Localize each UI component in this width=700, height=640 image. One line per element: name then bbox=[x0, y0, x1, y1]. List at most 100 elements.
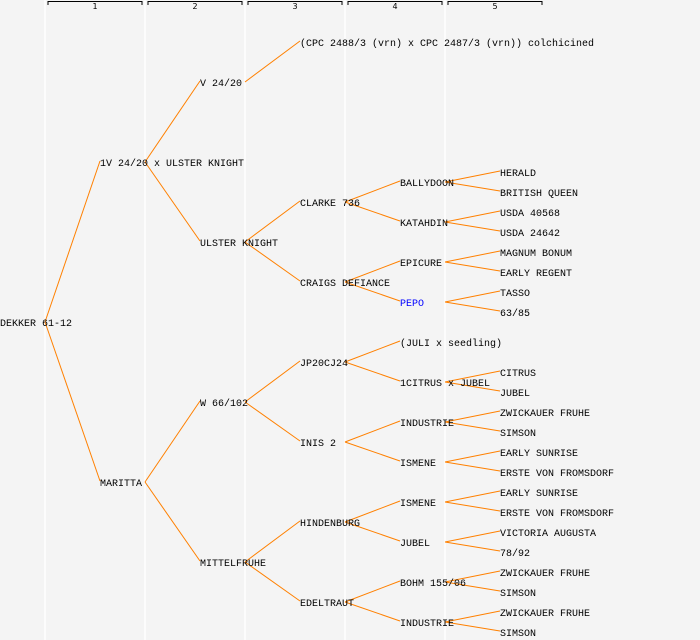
pedigree-node[interactable]: SIMSON bbox=[500, 629, 536, 640]
pedigree-node[interactable]: TASSO bbox=[500, 289, 530, 300]
pedigree-link bbox=[244, 561, 301, 602]
pedigree-node[interactable]: SIMSON bbox=[500, 429, 536, 440]
pedigree-node[interactable]: USDA 24642 bbox=[500, 229, 560, 240]
generation-number: 4 bbox=[392, 2, 397, 11]
pedigree-node[interactable]: MAGNUM BONUM bbox=[500, 249, 572, 260]
pedigree-link bbox=[344, 281, 401, 302]
pedigree-node[interactable]: JUBEL bbox=[500, 389, 530, 400]
pedigree-link bbox=[344, 340, 401, 363]
pedigree-link bbox=[344, 441, 401, 462]
pedigree-node[interactable]: EPICURE bbox=[400, 259, 442, 270]
pedigree-node[interactable]: ISMENE bbox=[400, 459, 436, 470]
pedigree-link bbox=[444, 450, 501, 463]
pedigree-link bbox=[144, 481, 201, 562]
pedigree-link bbox=[444, 621, 501, 632]
pedigree-link bbox=[444, 250, 501, 263]
pedigree-node[interactable]: CITRUS bbox=[500, 369, 536, 380]
pedigree-node[interactable]: EDELTRAUT bbox=[300, 599, 354, 610]
pedigree-node[interactable]: ERSTE VON FROMSDORF bbox=[500, 469, 614, 480]
pedigree-link bbox=[444, 301, 501, 312]
pedigree-node[interactable]: JUBEL bbox=[400, 539, 430, 550]
pedigree-link bbox=[444, 410, 501, 423]
pedigree-link bbox=[444, 541, 501, 552]
generation-bracket bbox=[247, 1, 343, 5]
pedigree-node[interactable]: VICTORIA AUGUSTA bbox=[500, 529, 596, 540]
pedigree-node[interactable]: INDUSTRIE bbox=[400, 419, 454, 430]
pedigree-link bbox=[344, 601, 401, 622]
pedigree-link bbox=[444, 181, 501, 192]
pedigree-link bbox=[344, 420, 401, 443]
pedigree-node[interactable]: HINDENBURG bbox=[300, 519, 360, 530]
pedigree-link bbox=[244, 360, 301, 403]
pedigree-link bbox=[344, 201, 401, 222]
pedigree-node[interactable]: EARLY SUNRISE bbox=[500, 489, 578, 500]
pedigree-node[interactable]: ZWICKAUER FRUHE bbox=[500, 409, 590, 420]
pedigree-node[interactable]: (JULI x seedling) bbox=[400, 338, 502, 350]
pedigree-node[interactable]: 1V 24/20 x ULSTER KNIGHT bbox=[100, 158, 244, 170]
pedigree-link bbox=[144, 161, 201, 242]
pedigree-link bbox=[444, 381, 501, 392]
pedigree-node[interactable]: 1CITRUS x JUBEL bbox=[400, 379, 490, 390]
pedigree-link bbox=[444, 501, 501, 512]
pedigree-node[interactable]: CLARKE 736 bbox=[300, 199, 360, 210]
pedigree-node[interactable]: ULSTER KNIGHT bbox=[200, 239, 278, 250]
pedigree-root[interactable]: DEKKER 61-12 bbox=[0, 319, 72, 330]
pedigree-link bbox=[444, 610, 501, 623]
pedigree-node[interactable]: MARITTA bbox=[100, 479, 142, 490]
pedigree-node[interactable]: INIS 2 bbox=[300, 439, 336, 450]
pedigree-node[interactable]: SIMSON bbox=[500, 589, 536, 600]
pedigree-node[interactable]: 78/92 bbox=[500, 548, 530, 560]
pedigree-link bbox=[344, 180, 401, 203]
pedigree-node[interactable]: BRITISH QUEEN bbox=[500, 189, 578, 200]
pedigree-node[interactable]: PEPO bbox=[400, 299, 424, 310]
pedigree-link bbox=[344, 361, 401, 382]
pedigree-node[interactable]: V 24/20 bbox=[200, 78, 242, 90]
pedigree-node[interactable]: EARLY REGENT bbox=[500, 269, 572, 280]
pedigree-link bbox=[344, 580, 401, 603]
pedigree-link bbox=[444, 530, 501, 543]
pedigree-node[interactable]: 63/85 bbox=[500, 308, 530, 320]
pedigree-links bbox=[44, 40, 501, 632]
pedigree-node[interactable]: HERALD bbox=[500, 169, 536, 180]
pedigree-link bbox=[444, 290, 501, 303]
pedigree-link bbox=[244, 241, 301, 282]
generation-number: 1 bbox=[92, 2, 97, 11]
generation-header: 1 2 3 4 5 bbox=[47, 1, 543, 11]
pedigree-node[interactable]: CRAIGS DEFIANCE bbox=[300, 279, 390, 290]
generation-number: 5 bbox=[492, 2, 497, 11]
pedigree-link bbox=[244, 401, 301, 442]
pedigree-node[interactable]: BALLYDOON bbox=[400, 179, 454, 190]
pedigree-link bbox=[444, 370, 501, 383]
pedigree-link bbox=[244, 200, 301, 243]
pedigree-link bbox=[444, 490, 501, 503]
pedigree-link bbox=[144, 400, 201, 483]
pedigree-link bbox=[344, 500, 401, 523]
pedigree-node[interactable]: ZWICKAUER FRUHE bbox=[500, 569, 590, 580]
generation-bracket bbox=[47, 1, 143, 5]
pedigree-link bbox=[444, 170, 501, 183]
pedigree-node[interactable]: ZWICKAUER FRUHE bbox=[500, 609, 590, 620]
pedigree-link bbox=[244, 40, 301, 83]
pedigree-labels: DEKKER 61-12 1V 24/20 x ULSTER KNIGHT V 24… bbox=[0, 38, 614, 640]
pedigree-link bbox=[444, 461, 501, 472]
pedigree-link bbox=[444, 221, 501, 232]
pedigree-node[interactable]: ERSTE VON FROMSDORF bbox=[500, 509, 614, 520]
pedigree-node[interactable]: MITTELFRUHE bbox=[200, 559, 266, 570]
pedigree-link bbox=[344, 260, 401, 283]
pedigree-node[interactable]: KATAHDIN bbox=[400, 219, 448, 230]
pedigree-node[interactable]: JP20CJ24 bbox=[300, 359, 348, 370]
generation-number: 3 bbox=[292, 2, 297, 11]
pedigree-link bbox=[444, 570, 501, 583]
pedigree-node[interactable]: W 66/102 bbox=[200, 398, 248, 410]
pedigree-node[interactable]: EARLY SUNRISE bbox=[500, 449, 578, 460]
pedigree-node[interactable]: ISMENE bbox=[400, 499, 436, 510]
pedigree-link bbox=[44, 160, 101, 323]
pedigree-node[interactable]: USDA 40568 bbox=[500, 209, 560, 220]
pedigree-node[interactable]: BOHM 155/06 bbox=[400, 578, 466, 590]
pedigree-link bbox=[444, 210, 501, 223]
generation-number: 2 bbox=[192, 2, 197, 11]
pedigree-node[interactable]: (CPC 2488/3 (vrn) x CPC 2487/3 (vrn)) co… bbox=[300, 38, 594, 50]
pedigree-node[interactable]: INDUSTRIE bbox=[400, 619, 454, 630]
pedigree-link bbox=[44, 321, 101, 482]
pedigree-link bbox=[244, 520, 301, 563]
